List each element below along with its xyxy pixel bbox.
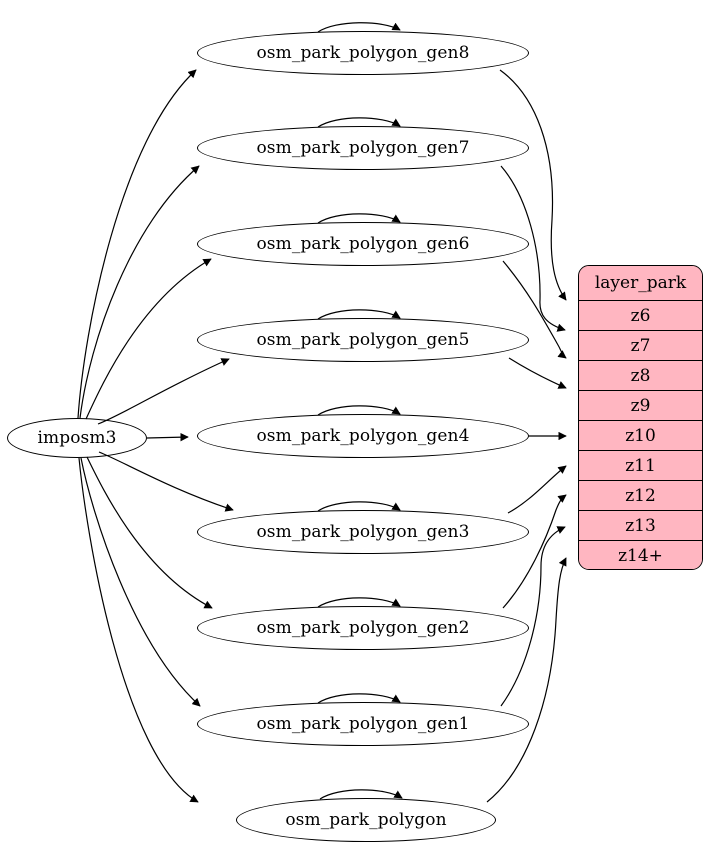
node-osm-park-polygon[interactable]: osm_park_polygon [236, 798, 496, 842]
node-label-gen1: osm_park_polygon_gen1 [256, 713, 470, 734]
node-label-gen4: osm_park_polygon_gen4 [256, 425, 470, 446]
edge-gen8-to-z6 [499, 69, 567, 301]
node-osm-park-polygon-gen6[interactable]: osm_park_polygon_gen6 [197, 222, 529, 266]
edge-imposm3-to-gen1 [80, 457, 201, 707]
table-row-z9[interactable]: z9 [579, 391, 702, 421]
node-label-base: osm_park_polygon [285, 809, 447, 830]
edge-gen2-to-z12 [502, 494, 567, 609]
edge-imposm3-to-gen4 [146, 432, 189, 442]
node-osm-park-polygon-gen1[interactable]: osm_park_polygon_gen1 [197, 702, 529, 746]
edge-imposm3-to-gen7 [79, 165, 200, 419]
node-osm-park-polygon-gen2[interactable]: osm_park_polygon_gen2 [197, 606, 529, 650]
edge-imposm3-to-gen5 [97, 358, 230, 425]
table-row-z7[interactable]: z7 [579, 331, 702, 361]
node-label-gen3: osm_park_polygon_gen3 [256, 521, 470, 542]
table-row-z8[interactable]: z8 [579, 361, 702, 391]
node-imposm3-label: imposm3 [37, 427, 117, 448]
node-label-gen8: osm_park_polygon_gen8 [256, 42, 470, 63]
node-label-gen7: osm_park_polygon_gen7 [256, 137, 470, 158]
edge-imposm3-to-gen3 [98, 451, 234, 512]
edge-imposm3-to-gen2 [86, 456, 213, 609]
node-imposm3[interactable]: imposm3 [7, 418, 147, 458]
table-row-z13[interactable]: z13 [579, 511, 702, 541]
table-row-z10[interactable]: z10 [579, 421, 702, 451]
edge-base-to-z14 [486, 557, 567, 803]
edge-gen1-to-z13 [500, 526, 566, 707]
layer-park-header: layer_park [579, 266, 702, 301]
layer-park-table[interactable]: layer_park z6 z7 z8 z9 z10 z11 z12 z13 z… [578, 265, 703, 570]
node-osm-park-polygon-gen4[interactable]: osm_park_polygon_gen4 [197, 414, 529, 458]
node-label-gen2: osm_park_polygon_gen2 [256, 617, 470, 638]
edge-imposm3-to-base [78, 457, 199, 803]
node-osm-park-polygon-gen7[interactable]: osm_park_polygon_gen7 [197, 126, 529, 170]
table-row-z14plus[interactable]: z14+ [579, 541, 702, 569]
edge-gen5-to-z9 [508, 357, 567, 389]
table-row-z11[interactable]: z11 [579, 451, 702, 481]
node-osm-park-polygon-gen5[interactable]: osm_park_polygon_gen5 [197, 318, 529, 362]
edge-imposm3-to-gen6 [85, 258, 212, 420]
node-osm-park-polygon-gen8[interactable]: osm_park_polygon_gen8 [197, 31, 529, 75]
edge-imposm3-to-gen8 [77, 69, 197, 419]
node-label-gen5: osm_park_polygon_gen5 [256, 329, 470, 350]
edge-gen3-to-z11 [507, 465, 567, 514]
node-label-gen6: osm_park_polygon_gen6 [256, 233, 470, 254]
node-osm-park-polygon-gen3[interactable]: osm_park_polygon_gen3 [197, 510, 529, 554]
table-row-z12[interactable]: z12 [579, 481, 702, 511]
table-row-z6[interactable]: z6 [579, 301, 702, 331]
